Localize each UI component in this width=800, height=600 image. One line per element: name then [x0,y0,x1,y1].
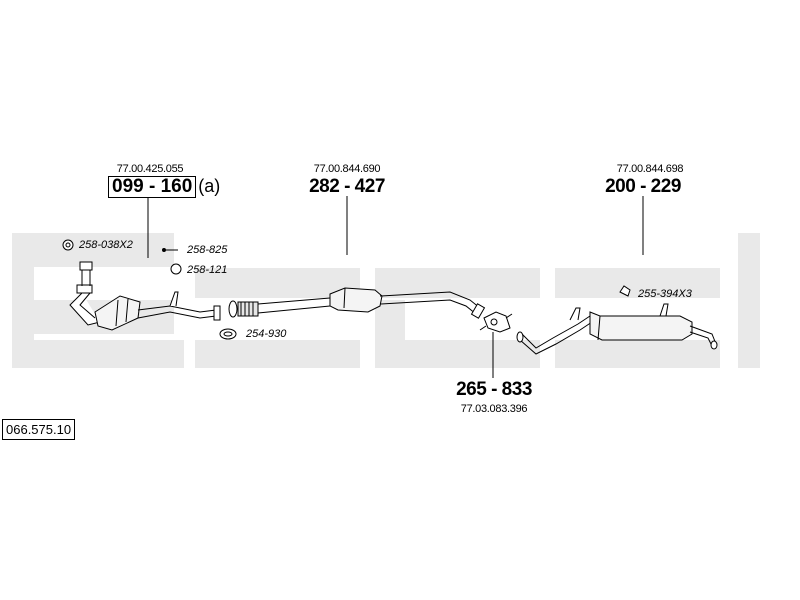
rubber-mount-icon [619,285,631,297]
diagram-reference-number: 066.575.10 [2,419,76,440]
part-number: 282 - 427 [309,176,385,197]
ring-icon [170,263,182,275]
accessory-label: 254-930 [246,328,287,340]
oe-number: 77.00.844.690 [313,163,381,175]
watermark-block [375,340,540,368]
watermark-block [738,233,760,368]
accessory-label: 255-394X3 [638,288,692,300]
watermark-block [555,340,720,368]
rear-silencer [589,311,693,341]
part-number: 200 - 229 [605,176,681,197]
front-pipe [137,305,217,313]
watermark-block [375,268,540,298]
part-number: 099 - 160(a) [108,176,220,198]
watermark-block [555,268,720,298]
part-number: 265 - 833 [456,379,532,400]
flange [79,261,93,271]
part-number-box: 099 - 160 [108,176,197,198]
middle-silencer [329,287,383,313]
watermark-block [195,340,360,368]
oe-number: 77.00.425.055 [116,163,184,175]
watermark-block [375,300,405,340]
gasket-icon [62,239,74,251]
accessory-label: 258-038X2 [79,239,133,251]
flange [76,284,93,294]
oe-number: 77.03.083.396 [460,403,528,415]
oe-number: 77.00.844.698 [616,163,684,175]
clamp-icon [219,328,237,340]
rear-pipe [519,315,593,355]
middle-pipe [379,291,481,315]
middle-pipe [257,297,331,314]
watermark-block [34,233,174,267]
accessory-label: 258-121 [187,264,228,276]
watermark-block [34,340,184,368]
watermark-block [12,233,34,368]
flange [228,300,238,318]
accessory-label: 258-825 [187,244,228,256]
part-number-suffix: (a) [198,176,221,196]
